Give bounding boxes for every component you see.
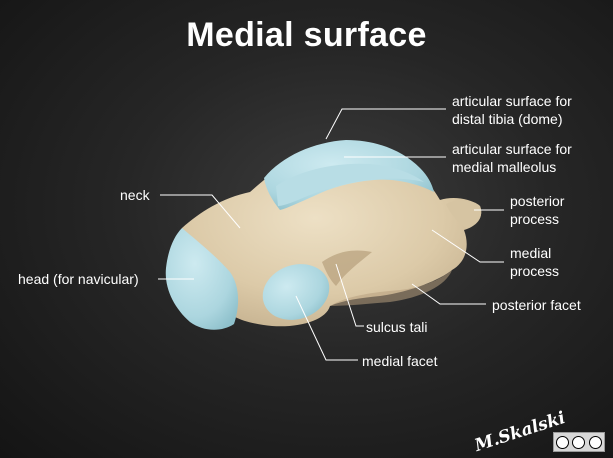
nc-icon bbox=[589, 436, 602, 449]
label-line: medial bbox=[510, 244, 559, 262]
label-line: articular surface for bbox=[452, 140, 572, 158]
label-medial-facet: medial facet bbox=[362, 352, 437, 370]
label-posterior-process: posterior process bbox=[510, 192, 564, 228]
cc-icon bbox=[556, 436, 569, 449]
label-line: process bbox=[510, 210, 564, 228]
label-articular-surface-distal-tibia: articular surface for distal tibia (dome… bbox=[452, 92, 572, 128]
label-neck: neck bbox=[120, 186, 150, 204]
leader-distal-tibia bbox=[326, 109, 446, 139]
label-line: distal tibia (dome) bbox=[452, 110, 572, 128]
label-line: articular surface for bbox=[452, 92, 572, 110]
label-line: medial malleolus bbox=[452, 158, 572, 176]
label-head: head (for navicular) bbox=[18, 270, 139, 288]
by-icon bbox=[572, 436, 585, 449]
label-line: posterior bbox=[510, 192, 564, 210]
label-articular-surface-medial-malleolus: articular surface for medial malleolus bbox=[452, 140, 572, 176]
label-sulcus-tali: sulcus tali bbox=[366, 318, 427, 336]
label-posterior-facet: posterior facet bbox=[492, 296, 581, 314]
cc-by-nc-nd-icon bbox=[553, 432, 605, 452]
label-medial-process: medial process bbox=[510, 244, 559, 280]
label-line: process bbox=[510, 262, 559, 280]
